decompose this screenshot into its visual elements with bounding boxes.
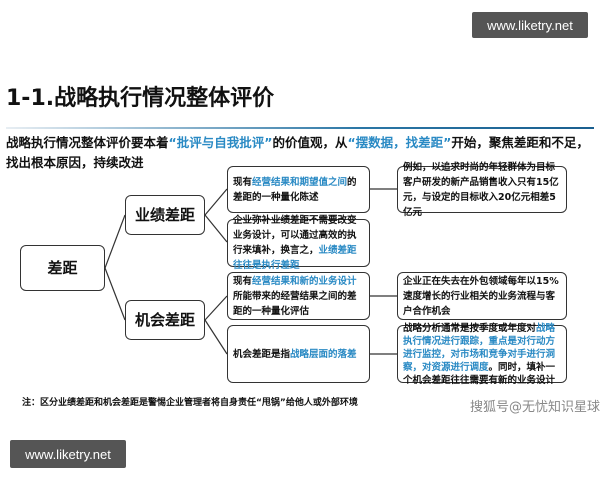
detail-opportunity-strategy: 机会差距是指战略层面的落差: [227, 325, 370, 383]
branch-performance-gap: 业绩差距: [125, 195, 205, 235]
example-opportunity: 企业正在失去在外包领域每年以15%速度增长的行业相关的业务流程与客户合作机会: [397, 272, 567, 320]
watermark-bottom: www.liketry.net: [10, 440, 126, 468]
detail-performance-definition: 现有经营结果和期望值之间的差距的一种量化陈述: [227, 166, 370, 213]
intro-part: 的价值观，从: [272, 135, 348, 150]
intro-text: 战略执行情况整体评价要本着“批评与自我批评”的价值观，从“摆数据，找差距”开始，…: [6, 133, 596, 173]
intro-highlight: “摆数据，找差距”: [347, 135, 452, 150]
title-divider: [6, 127, 594, 129]
sohu-watermark: 搜狐号@无忧知识星球: [470, 400, 600, 415]
intro-part: 开始，聚焦差距和不足，找出根本原因，持续改进: [6, 135, 589, 170]
intro-highlight: “批评与自我批评”: [168, 135, 273, 150]
example-strategy-analysis: 战略分析通常是按季度或年度对战略执行情况进行跟踪，重点是对行动方进行监控，对市场…: [397, 323, 567, 386]
footnote: 注：区分业绩差距和机会差距是警惕企业管理者将自身责任“甩锅”给他人或外部环境: [22, 398, 358, 408]
detail-opportunity-definition: 现有经营结果和新的业务设计所能带来的经营结果之间的差距的一种量化评估: [227, 272, 370, 320]
detail-performance-execution: 企业弥补业绩差距不需要改变业务设计，可以通过高效的执行来填补，换言之，业绩差距往…: [227, 215, 370, 271]
root-node-gap: 差距: [20, 245, 105, 291]
example-performance: 例如，以追求时尚的年轻群体为目标客户研发的新产品销售收入只有15亿元，与设定的目…: [397, 162, 567, 218]
watermark-top: www.liketry.net: [472, 12, 588, 38]
page-title: 1-1.战略执行情况整体评价: [6, 86, 275, 111]
intro-part: 战略执行情况整体评价要本着: [6, 135, 169, 150]
branch-opportunity-gap: 机会差距: [125, 300, 205, 340]
